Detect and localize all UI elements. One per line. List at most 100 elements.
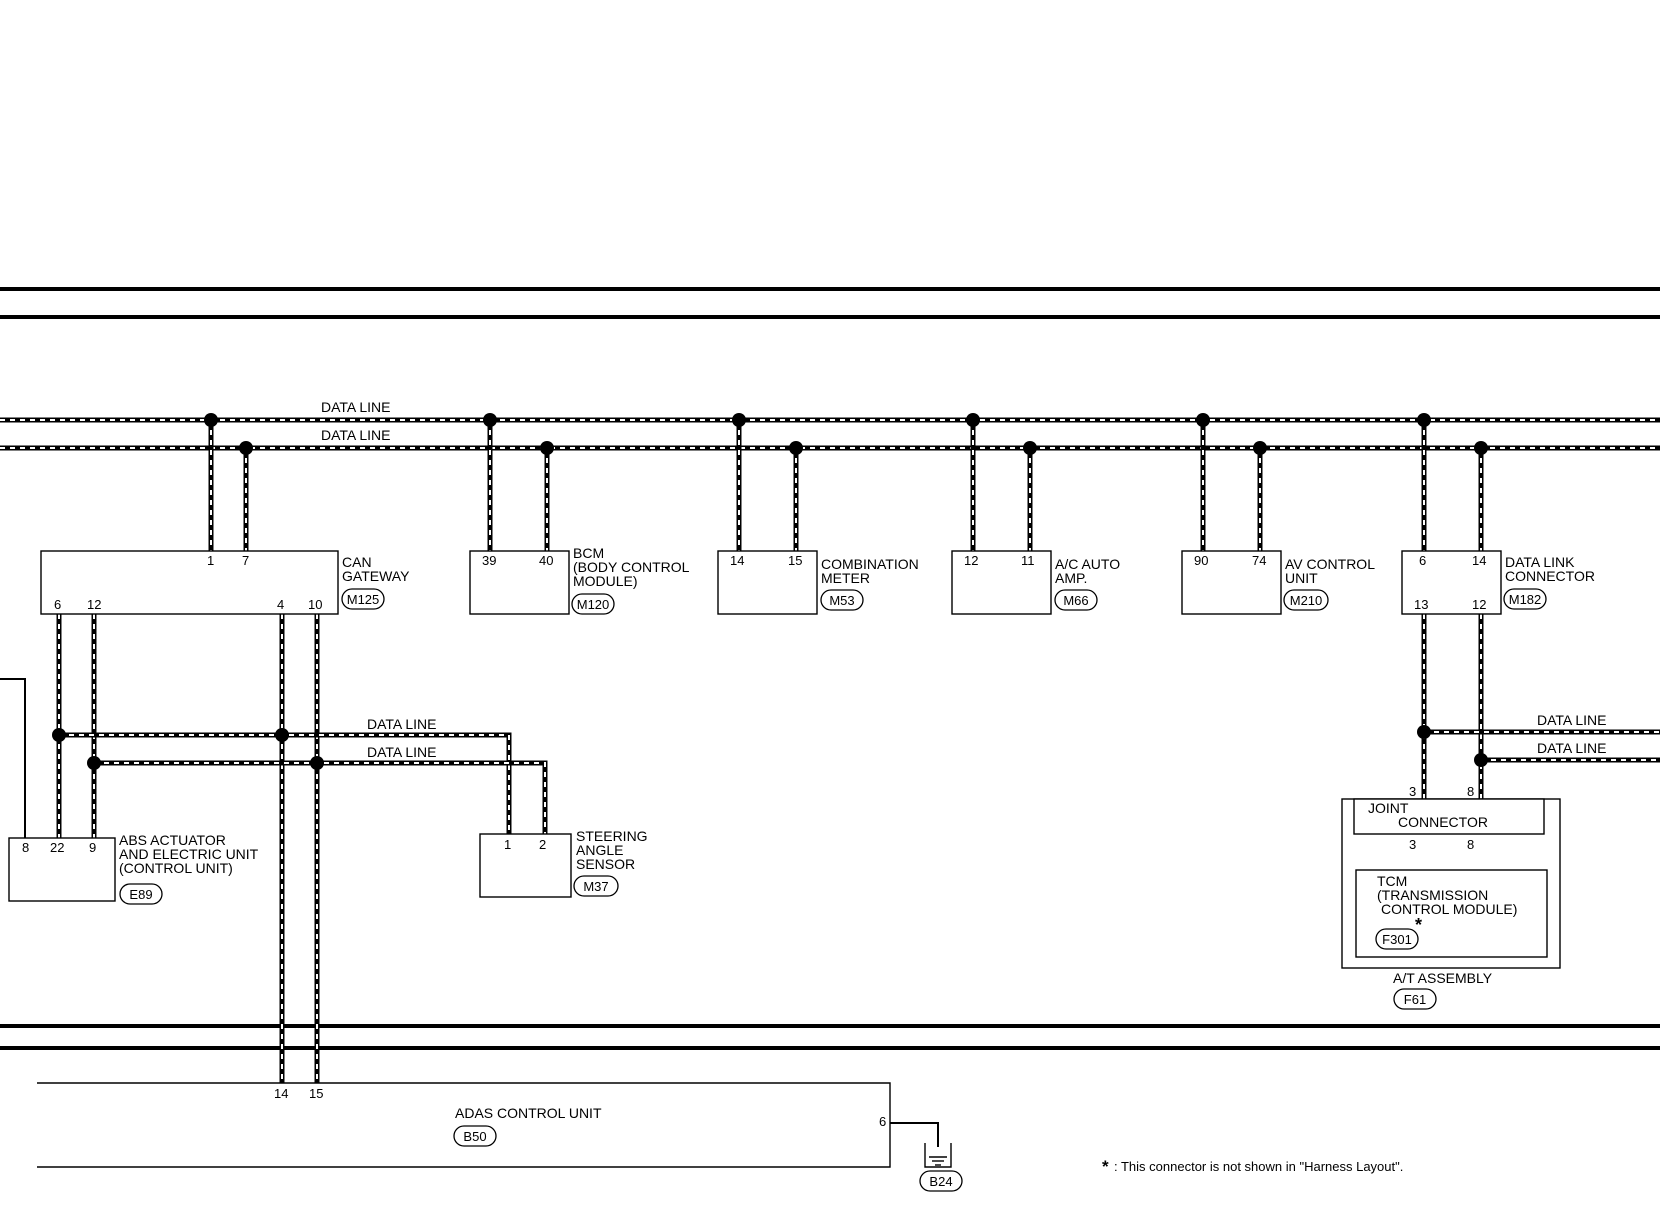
adas-control-unit: 14 15 6 ADAS CONTROL UNIT B50	[37, 1082, 891, 1168]
combination-meter-box	[717, 550, 818, 615]
junction-dot	[483, 413, 497, 427]
pin-label: 13	[1414, 597, 1428, 612]
junction-dot	[239, 441, 253, 455]
component-name-line: (CONTROL UNIT)	[119, 860, 233, 876]
connector-badge	[119, 883, 163, 905]
component-name-line: CONNECTOR	[1398, 814, 1488, 830]
connector-badge	[1503, 588, 1547, 610]
steering-angle-sensor-box	[479, 833, 572, 898]
component-name-line: CONNECTOR	[1505, 568, 1595, 584]
connector-id: M125	[347, 592, 380, 607]
component-name-line: ANGLE	[576, 842, 623, 858]
component-name-line: TCM	[1377, 873, 1407, 889]
component-name-line: AND ELECTRIC UNIT	[119, 846, 259, 862]
can-gateway-box	[40, 550, 339, 615]
data-line-wires	[0, 417, 1660, 1083]
pin-label: 40	[539, 553, 553, 568]
connector-id: B24	[929, 1174, 952, 1189]
connector-id: F301	[1382, 932, 1412, 947]
junction-dot	[87, 756, 101, 770]
junction-dot	[1023, 441, 1037, 455]
pin-label: 90	[1194, 553, 1208, 568]
connector-id: M53	[829, 593, 854, 608]
abs-actuator: 8 22 9 ABS ACTUATOR AND ELECTRIC UNIT (C…	[0, 678, 259, 905]
pin-label: 39	[482, 553, 496, 568]
data-line-wire	[94, 762, 546, 834]
steering-angle-sensor: 1 2 STEERING ANGLE SENSOR M37	[479, 828, 648, 898]
pin-label: 3	[1409, 784, 1416, 799]
connector-id: B50	[463, 1129, 486, 1144]
component-name-line: DATA LINK	[1505, 554, 1575, 570]
component-name-line: (TRANSMISSION	[1377, 887, 1488, 903]
connector-id: E89	[129, 887, 152, 902]
pin-label: 22	[50, 840, 64, 855]
pin-label: 1	[207, 553, 214, 568]
pin-label: 12	[1472, 597, 1486, 612]
pin-label: 15	[788, 553, 802, 568]
ground-wire	[890, 1122, 939, 1147]
junction-dot	[540, 441, 554, 455]
junction-dot	[1474, 441, 1488, 455]
pin-label: 8	[1467, 784, 1474, 799]
junction-dot	[1196, 413, 1210, 427]
bcm: 39 40 BCM (BODY CONTROL MODULE) M120	[469, 545, 690, 615]
component-name-line: BCM	[573, 545, 604, 561]
connector-id: M182	[1509, 592, 1542, 607]
pin-label: 1	[504, 837, 511, 852]
component-name-line: CAN	[342, 554, 372, 570]
asterisk-mark: *	[1415, 915, 1422, 935]
connector-badge	[571, 593, 615, 615]
pin-label: 14	[274, 1086, 288, 1101]
pin-label: 8	[22, 840, 29, 855]
at-assembly-name: A/T ASSEMBLY	[1393, 970, 1493, 986]
adas-control-unit-name: ADAS CONTROL UNIT	[455, 1105, 602, 1121]
pin-label: 12	[87, 597, 101, 612]
pin-label: 4	[277, 597, 284, 612]
component-name-line: JOINT	[1368, 800, 1409, 816]
bcm-box	[469, 550, 570, 615]
component-name-line: STEERING	[576, 828, 648, 844]
data-link-connector-box	[1401, 550, 1502, 615]
junction-dot	[1253, 441, 1267, 455]
data-line-label-right-1: DATA LINE	[1537, 712, 1607, 728]
connector-id: M210	[1290, 593, 1323, 608]
abs-actuator-box	[8, 837, 116, 902]
component-name-line: A/C AUTO	[1055, 556, 1120, 572]
connector-id: M66	[1063, 593, 1088, 608]
footnote: * : This connector is not shown in "Harn…	[1102, 1157, 1403, 1176]
junction-dot	[1474, 753, 1488, 767]
data-line-label-top-2: DATA LINE	[321, 427, 391, 443]
data-line-wire	[59, 734, 510, 834]
connector-badge	[1283, 589, 1329, 611]
junction-dot	[789, 441, 803, 455]
connector-badge	[341, 588, 385, 610]
component-name-line: METER	[821, 570, 870, 586]
joint-connector-box	[1353, 798, 1545, 835]
pin-label: 15	[309, 1086, 323, 1101]
junction-dot	[310, 756, 324, 770]
data-line-label-top-1: DATA LINE	[321, 399, 391, 415]
connector-badge	[453, 1125, 497, 1147]
junction-dot	[1417, 413, 1431, 427]
footnote-mark: *	[1102, 1157, 1109, 1176]
pin-label: 9	[89, 840, 96, 855]
junction-dots	[52, 413, 1488, 770]
pin-label: 7	[242, 553, 249, 568]
pin-label: 3	[1409, 837, 1416, 852]
component-name-line: GATEWAY	[342, 568, 410, 584]
av-control-unit: 90 74 AV CONTROL UNIT M210	[1181, 550, 1375, 615]
ac-auto-amp: 12 11 A/C AUTO AMP. M66	[951, 550, 1120, 615]
component-name-line: CONTROL MODULE)	[1381, 901, 1517, 917]
pin-label: 10	[308, 597, 322, 612]
data-line-label-mid-1: DATA LINE	[367, 716, 437, 732]
pin-label: 6	[879, 1114, 886, 1129]
pin-label: 14	[730, 553, 744, 568]
abs-feed-wire	[0, 678, 26, 840]
connector-badge	[1393, 988, 1437, 1010]
component-name-line: (BODY CONTROL	[573, 559, 690, 575]
component-name-line: AMP.	[1055, 570, 1087, 586]
pin-label: 2	[539, 837, 546, 852]
pin-label: 11	[1021, 553, 1035, 568]
adas-control-unit-box	[37, 1082, 891, 1168]
